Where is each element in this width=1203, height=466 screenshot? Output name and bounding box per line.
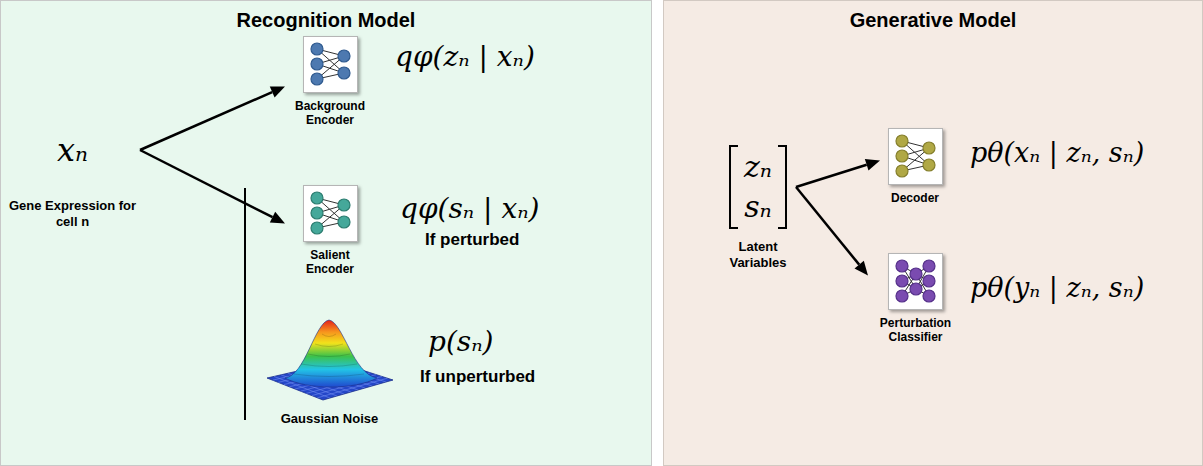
formula-label: qφ(sₙ | xₙ) <box>400 192 539 225</box>
noise-source: Gaussian Noise <box>262 316 397 426</box>
network-icon <box>303 36 358 93</box>
network-drawing <box>889 254 942 309</box>
arrow-line <box>140 150 273 217</box>
arrow-connector <box>796 187 868 276</box>
arrow-head <box>270 87 285 98</box>
condition-label: If perturbed <box>425 230 519 250</box>
vector-bracket: zₙsₙ <box>729 145 787 229</box>
arrow-connector <box>140 150 285 224</box>
network-drawing <box>304 37 357 92</box>
input-symbol: xₙ <box>5 128 140 172</box>
panel-title: Generative Model <box>663 9 1203 32</box>
arrow-head <box>865 159 880 170</box>
decoder-box: Decoder <box>880 128 950 205</box>
latent-symbol: zₙ <box>729 147 787 187</box>
network-icon <box>888 253 943 310</box>
model-panel: Generative Model zₙsₙLatent Variables Deco… <box>663 0 1203 466</box>
bracket-left <box>729 145 738 229</box>
panel-title: Recognition Model <box>0 9 652 32</box>
arrow-line <box>796 165 867 187</box>
input-caption: Gene Expression for cell n <box>5 198 140 230</box>
generative-panel-ground <box>664 1 1203 466</box>
formula-label: pθ(yₙ | zₙ, sₙ) <box>970 272 1144 303</box>
formula-label: qφ(zₙ | xₙ) <box>395 40 535 73</box>
network-drawing <box>304 186 357 241</box>
arrow-head <box>270 212 285 224</box>
formula-label: p(sₙ) <box>428 325 494 358</box>
network-label: Background Encoder <box>285 99 375 127</box>
network-drawing <box>889 129 942 184</box>
gaussian-surface <box>265 316 395 404</box>
model-panel: Recognition Model xₙGene Expression for c… <box>0 0 652 466</box>
condition-label: If unperturbed <box>420 367 535 387</box>
arrow-connector <box>140 87 285 151</box>
noise-label: Gaussian Noise <box>262 412 397 426</box>
input-node: xₙGene Expression for cell n <box>5 128 140 230</box>
arrow-head <box>855 261 868 276</box>
latent-symbol: sₙ <box>729 187 787 227</box>
network-label: Decoder <box>880 191 950 205</box>
encoder-box: Salient Encoder <box>285 185 375 276</box>
latent-vector: zₙsₙLatent Variables <box>720 145 796 271</box>
bracket-right <box>778 145 787 229</box>
network-label: Perturbation Classifier <box>868 316 963 344</box>
network-icon <box>888 128 943 185</box>
formula-label: pθ(xₙ | zₙ, sₙ) <box>970 137 1144 168</box>
arrow-connector <box>796 159 880 187</box>
branch-bar <box>244 188 246 420</box>
encoder-box: Background Encoder <box>285 36 375 127</box>
recognition-panel-ground <box>1 1 652 466</box>
network-label: Salient Encoder <box>285 248 375 276</box>
classifier-box: Perturbation Classifier <box>868 253 963 344</box>
network-icon <box>303 185 358 242</box>
latent-label: Latent Variables <box>720 239 796 271</box>
arrow-line <box>796 187 859 265</box>
arrow-line <box>140 92 272 150</box>
